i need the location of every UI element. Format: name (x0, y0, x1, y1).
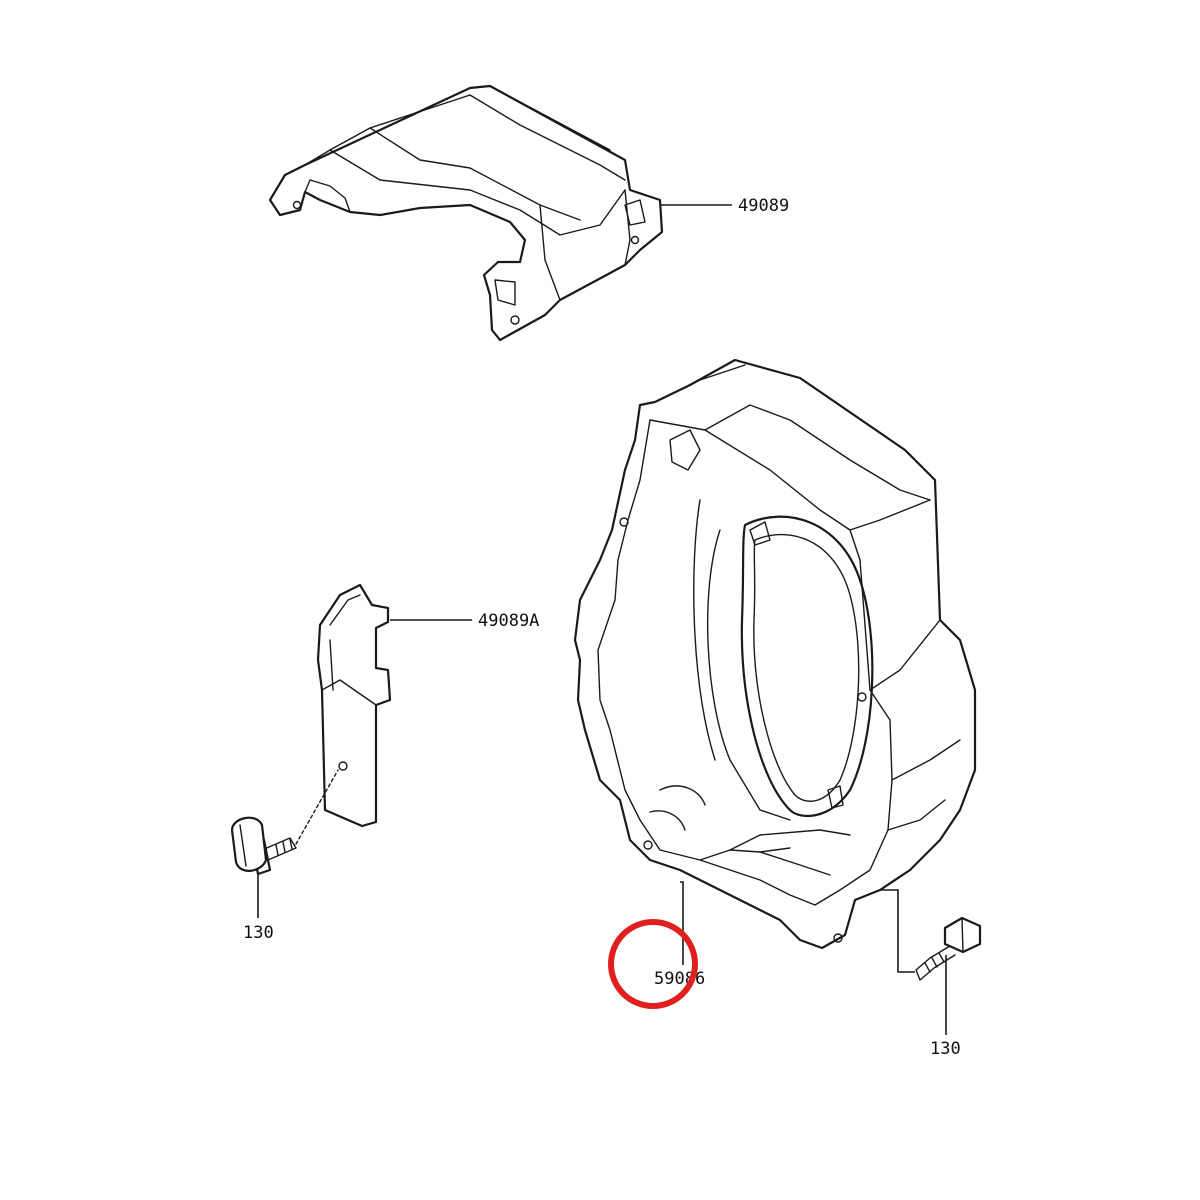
label-right-bolt: 130 (930, 1039, 961, 1059)
left-bolt-part[interactable] (230, 769, 339, 876)
label-top-cover: 49089 (738, 196, 789, 216)
side-plate-part[interactable] (316, 583, 392, 828)
top-cover-part[interactable] (268, 84, 664, 342)
shroud-part[interactable] (573, 358, 977, 950)
label-left-bolt: 130 (243, 923, 274, 943)
highlight-circle (608, 919, 698, 1009)
leader-lines (257, 204, 947, 1035)
label-side-plate: 49089A (478, 611, 539, 631)
label-shroud: 59086 (654, 969, 705, 989)
right-bolt-part[interactable] (915, 916, 982, 981)
